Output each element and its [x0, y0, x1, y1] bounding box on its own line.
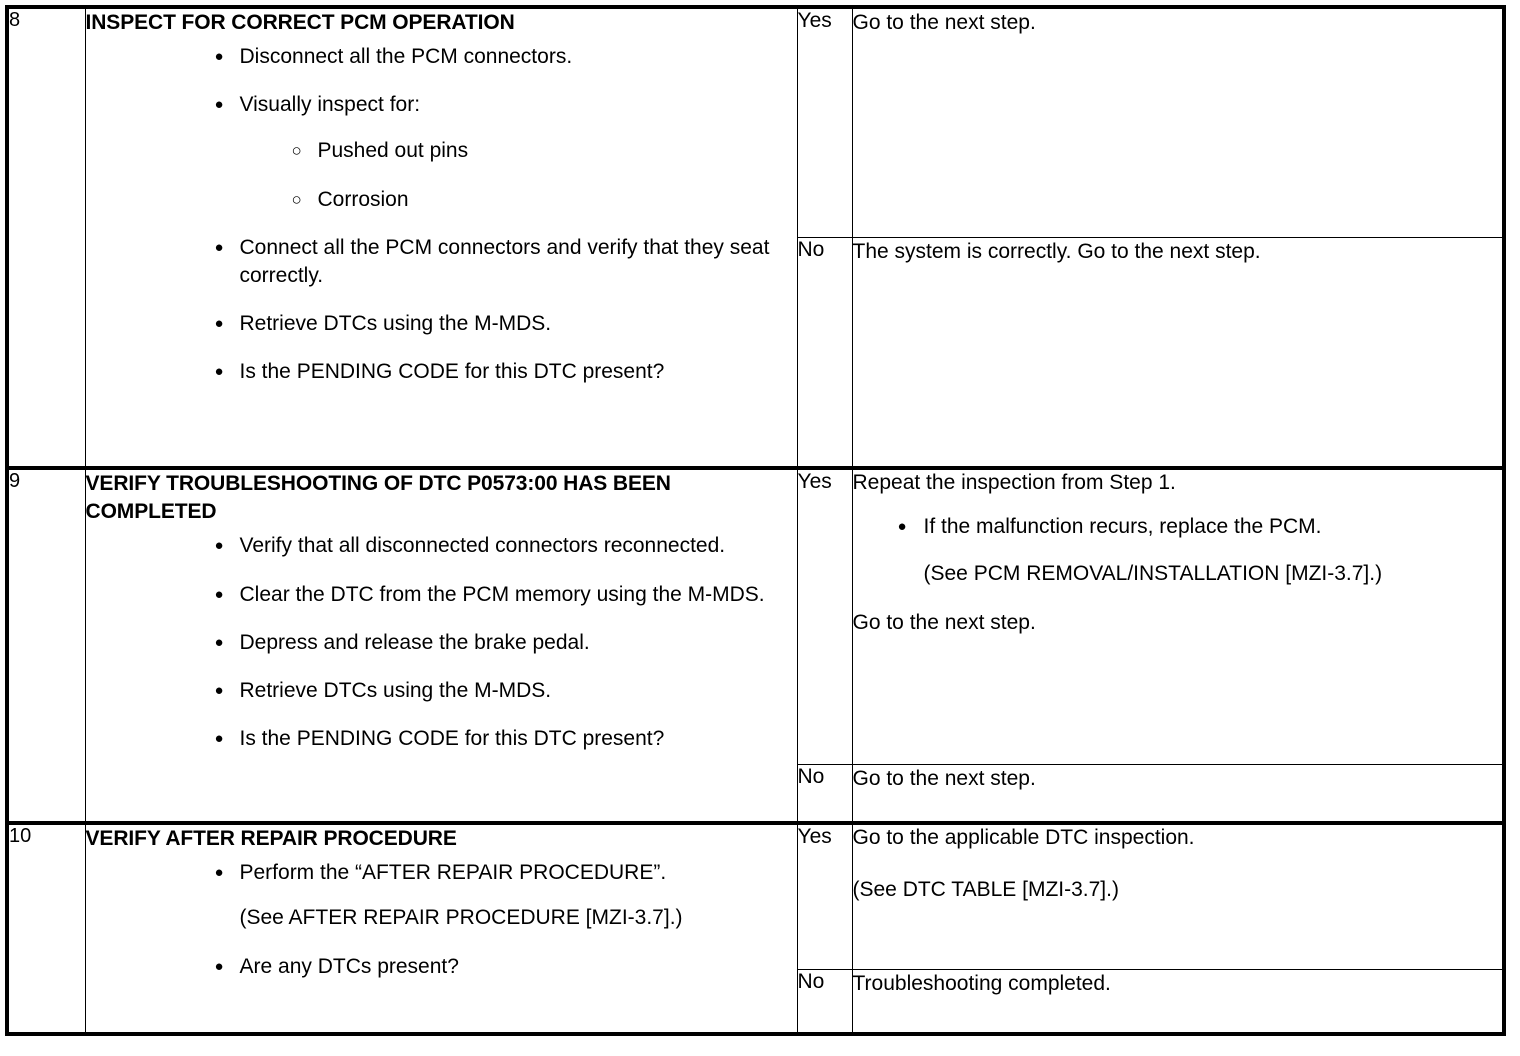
- list-item: ● Disconnect all the PCM connectors.: [86, 43, 797, 70]
- list-item: ● Is the PENDING CODE for this DTC presen…: [86, 358, 797, 385]
- action-bullet-list: ● If the malfunction recurs, replace the …: [853, 513, 1503, 540]
- list-item: ● Retrieve DTCs using the M-MDS.: [86, 677, 797, 704]
- step-bullet-list-continued: ● Are any DTCs present?: [86, 953, 797, 980]
- step-body-cell-10: VERIFY AFTER REPAIR PROCEDURE ● Perform t…: [84, 821, 798, 1035]
- sub-list-item: ○ Pushed out pins: [240, 137, 797, 164]
- step-number: 8: [9, 9, 21, 31]
- list-item-text: Are any DTCs present?: [239, 954, 459, 978]
- hollow-bullet-icon: ○: [291, 190, 302, 210]
- filled-bullet-icon: ●: [214, 633, 224, 651]
- step-bullet-list: ● Verify that all disconnected connectors…: [86, 532, 797, 752]
- result-label-cell-yes: Yes: [796, 466, 853, 765]
- result-label: Yes: [797, 470, 832, 493]
- filled-bullet-icon: ●: [214, 537, 224, 555]
- list-item: ● Perform the “AFTER REPAIR PROCEDURE”.: [86, 859, 797, 886]
- result-label-cell-no: No: [796, 764, 853, 824]
- list-item: ● Retrieve DTCs using the M-MDS.: [86, 310, 797, 337]
- list-item: ● Clear the DTC from the PCM memory using…: [86, 581, 797, 608]
- list-item-text: If the malfunction recurs, replace the P…: [923, 514, 1322, 538]
- filled-bullet-icon: ●: [214, 730, 224, 748]
- list-item: ● Is the PENDING CODE for this DTC presen…: [86, 725, 797, 752]
- sub-list-item-text: Pushed out pins: [317, 138, 469, 162]
- table-row-step-9-yes: 9 VERIFY TROUBLESHOOTING OF DTC P0573:00…: [6, 466, 1505, 824]
- filled-bullet-icon: ●: [214, 585, 224, 603]
- step-body-cell-8: INSPECT FOR CORRECT PCM OPERATION ● Disco…: [84, 5, 798, 469]
- step-number-cell-8: 8: [6, 5, 86, 469]
- hollow-bullet-icon: ○: [291, 140, 302, 160]
- step-sub-bullet-list: ○ Pushed out pins ○ Corrosion: [240, 137, 797, 214]
- list-item-text: Retrieve DTCs using the M-MDS.: [239, 311, 552, 335]
- list-item: ● Are any DTCs present?: [86, 953, 797, 980]
- result-label: No: [797, 238, 825, 261]
- step-reference-text: (See AFTER REPAIR PROCEDURE [MZI-3.7].): [239, 906, 683, 930]
- list-item-text: Is the PENDING CODE for this DTC present…: [239, 727, 665, 751]
- filled-bullet-icon: ●: [214, 48, 224, 66]
- list-item-text: Retrieve DTCs using the M-MDS.: [239, 679, 552, 703]
- result-action-cell-no: Troubleshooting completed.: [851, 969, 1505, 1035]
- filled-bullet-icon: ●: [214, 314, 224, 332]
- step-title: VERIFY AFTER REPAIR PROCEDURE: [85, 827, 457, 850]
- result-label: No: [797, 765, 825, 788]
- list-item-text: Depress and release the brake pedal.: [239, 630, 590, 654]
- result-label-cell-no: No: [796, 237, 853, 469]
- list-item-text: Is the PENDING CODE for this DTC present…: [239, 360, 665, 384]
- action-lead-text: Repeat the inspection from Step 1.: [852, 471, 1176, 494]
- filled-bullet-icon: ●: [897, 517, 907, 535]
- filled-bullet-icon: ●: [214, 239, 224, 257]
- step-bullet-list: ● Disconnect all the PCM connectors. ● Vis…: [86, 43, 797, 385]
- step-bullet-list: ● Perform the “AFTER REPAIR PROCEDURE”.: [86, 859, 797, 886]
- list-item-text: Clear the DTC from the PCM memory using …: [239, 582, 765, 606]
- list-item-text: Visually inspect for:: [239, 93, 421, 117]
- result-action-cell-no: The system is correctly. Go to the next …: [851, 237, 1505, 469]
- table-row-step-10-no: No Troubleshooting completed.: [7, 969, 1505, 1035]
- sub-list-item: ○ Corrosion: [240, 186, 797, 213]
- filled-bullet-icon: ●: [214, 957, 224, 975]
- step-number: 10: [9, 825, 32, 847]
- result-action-cell-yes: Repeat the inspection from Step 1. ● If t…: [851, 466, 1505, 765]
- list-item: ● If the malfunction recurs, replace the …: [853, 513, 1503, 540]
- list-item-text: Verify that all disconnected connectors …: [239, 534, 726, 558]
- list-item: ● Verify that all disconnected connectors…: [86, 532, 797, 559]
- result-label: No: [797, 970, 825, 993]
- step-title: INSPECT FOR CORRECT PCM OPERATION: [85, 11, 515, 34]
- filled-bullet-icon: ●: [214, 682, 224, 700]
- troubleshooting-table: 8 INSPECT FOR CORRECT PCM OPERATION ● Dis…: [5, 5, 1506, 1036]
- action-text: Go to the next step.: [852, 11, 1036, 34]
- list-item-text: Perform the “AFTER REPAIR PROCEDURE”.: [239, 861, 667, 885]
- list-item: ● Visually inspect for: ○ Pushed out pins …: [86, 91, 797, 213]
- result-action-cell-yes: Go to the next step.: [851, 5, 1505, 238]
- filled-bullet-icon: ●: [214, 864, 224, 882]
- list-item: ● Connect all the PCM connectors and veri…: [86, 234, 797, 289]
- action-text: Go to the next step.: [852, 767, 1036, 790]
- result-label-cell-yes: Yes: [796, 821, 853, 970]
- result-label-cell-yes: Yes: [796, 5, 853, 238]
- list-item-text: Disconnect all the PCM connectors.: [239, 45, 573, 69]
- step-title: VERIFY TROUBLESHOOTING OF DTC P0573:00 H…: [85, 472, 671, 524]
- sub-list-item-text: Corrosion: [317, 188, 409, 212]
- filled-bullet-icon: ●: [214, 363, 224, 381]
- action-reference-text: (See PCM REMOVAL/INSTALLATION [MZI-3.7].…: [923, 562, 1383, 586]
- table-row-step-8-yes: 8 INSPECT FOR CORRECT PCM OPERATION ● Dis…: [6, 5, 1505, 469]
- action-text: Troubleshooting completed.: [852, 972, 1111, 995]
- result-label-cell-no: No: [796, 969, 853, 1035]
- filled-bullet-icon: ●: [214, 96, 224, 114]
- result-action-cell-yes: Go to the applicable DTC inspection. (Se…: [851, 821, 1505, 970]
- action-reference-text: (See DTC TABLE [MZI-3.7].): [852, 877, 1119, 901]
- table-row-step-8-no: No The system is correctly. Go to the ne…: [7, 237, 1505, 469]
- result-action-cell-no: Go to the next step.: [851, 764, 1505, 824]
- table-row-step-9-no: No Go to the next step.: [7, 764, 1505, 824]
- action-text: The system is correctly. Go to the next …: [852, 240, 1261, 263]
- list-item: ● Depress and release the brake pedal.: [86, 629, 797, 656]
- result-label: Yes: [797, 825, 832, 848]
- result-label: Yes: [797, 9, 832, 32]
- step-number-cell-10: 10: [6, 821, 86, 1035]
- action-tail-text: Go to the next step.: [852, 611, 1036, 635]
- step-number: 9: [9, 470, 21, 492]
- step-number-cell-9: 9: [6, 466, 86, 824]
- step-body-cell-9: VERIFY TROUBLESHOOTING OF DTC P0573:00 H…: [84, 466, 798, 824]
- list-item-text: Connect all the PCM connectors and verif…: [239, 236, 770, 287]
- table-row-step-10-yes: 10 VERIFY AFTER REPAIR PROCEDURE ● Perfor…: [6, 821, 1505, 1035]
- action-lead-text: Go to the applicable DTC inspection.: [852, 826, 1195, 849]
